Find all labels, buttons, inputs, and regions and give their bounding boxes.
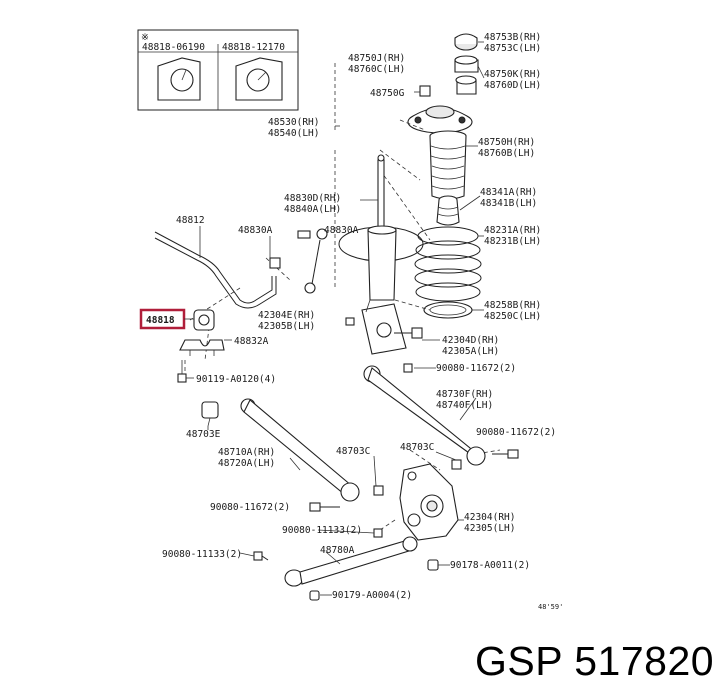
shock-mount-bolt: [345, 317, 423, 339]
label-48812: 48812: [176, 215, 205, 226]
label-48753C: 48753C(LH): [484, 43, 541, 54]
label-48832A: 48832A: [234, 336, 269, 347]
label-48341B: 48341B(LH): [480, 198, 537, 209]
label-90080-11672-b: 90080-11672(2): [476, 427, 556, 438]
label-48753B: 48753B(RH): [484, 32, 541, 43]
inset-box: ※ 48818-06190 48818-12170: [137, 29, 299, 111]
label-48540: 48540(LH): [268, 128, 319, 139]
cam-bolts: [373, 449, 519, 496]
label-48780A: 48780A: [320, 545, 355, 556]
part-labels: 48753B(RH) 48753C(LH) 48750K(RH) 48760D(…: [162, 32, 563, 611]
upper-support-cap: [454, 33, 478, 51]
label-48830A-right: 48830A: [324, 225, 359, 236]
label-42304: 42304(RH): [464, 512, 515, 523]
label-48750G: 48750G: [370, 88, 405, 99]
leader-lines: [186, 41, 485, 596]
label-48730F: 48730F(RH): [436, 389, 493, 400]
label-48760D: 48760D(LH): [484, 80, 541, 91]
label-48830A-left: 48830A: [238, 225, 273, 236]
inset-ref-1: 48818-06190: [142, 42, 205, 53]
label-48258B: 48258B(RH): [484, 300, 541, 311]
upper-support-bushing: [455, 75, 477, 95]
label-48703C-left: 48703C: [336, 446, 370, 457]
stabilizer-link: [269, 228, 328, 294]
label-48840A: 48840A(LH): [284, 204, 341, 215]
adjusting-cam: [201, 401, 219, 427]
label-48720A: 48720A(LH): [218, 458, 275, 469]
label-48341A: 48341A(RH): [480, 187, 537, 198]
label-48750H: 48750H(RH): [478, 137, 535, 148]
label-48750J: 48750J(RH): [348, 53, 405, 64]
highlighted-part-label[interactable]: 48818: [146, 315, 175, 326]
label-90119-A0120: 90119-A0120(4): [196, 374, 276, 385]
stabilizer-bracket: [179, 339, 225, 356]
coil-spring: [414, 226, 482, 302]
strut-nut: [419, 85, 431, 97]
label-42305A: 42305A(LH): [442, 346, 499, 357]
label-48231B: 48231B(LH): [484, 236, 541, 247]
brand-part-number: GSP 517820: [475, 638, 714, 684]
label-48760C: 48760C(LH): [348, 64, 405, 75]
bump-stopper: [436, 195, 460, 226]
inset-tag: ※: [141, 32, 149, 43]
shock-absorber: [338, 154, 424, 355]
label-42304D: 42304D(RH): [442, 335, 499, 346]
label-42304E: 42304E(RH): [258, 310, 315, 321]
inset-bushing-2: [235, 57, 283, 101]
lateral-link: [240, 398, 360, 502]
lower-spring-insulator: [423, 301, 473, 319]
axle-carrier: [399, 463, 459, 541]
label-90178-A0011: 90178-A0011(2): [450, 560, 530, 571]
label-48703C-right: 48703C: [400, 442, 434, 453]
label-48530: 48530(RH): [268, 117, 319, 128]
label-48830D: 48830D(RH): [284, 193, 341, 204]
stabilizer-bushing: [193, 309, 215, 331]
label-90080-11672-c: 90080-11672(2): [210, 502, 290, 513]
label-48750K: 48750K(RH): [484, 69, 541, 80]
label-90080-11133-a: 90080-11133(2): [282, 525, 362, 536]
upper-support-mount: [407, 105, 473, 134]
highlighted-part-48818[interactable]: 48818: [139, 308, 194, 330]
label-48250C: 48250C(LH): [484, 311, 541, 322]
label-90080-11133-b: 90080-11133(2): [162, 549, 242, 560]
stabilizer-bar: [154, 231, 277, 309]
label-90080-11672-a: 90080-11672(2): [436, 363, 516, 374]
label-42305: 42305(LH): [464, 523, 515, 534]
label-48760B: 48760B(LH): [478, 148, 535, 159]
label-48703E: 48703E: [186, 429, 221, 440]
inset-ref-2: 48818-12170: [222, 42, 285, 53]
upper-control-arm: [363, 363, 486, 466]
strut-rod: [284, 536, 418, 587]
figure-number: 48'59': [538, 603, 563, 611]
label-48231A: 48231A(RH): [484, 225, 541, 236]
upper-support-nut: [454, 55, 479, 73]
label-42305B: 42305B(LH): [258, 321, 315, 332]
dust-boot: [429, 130, 467, 200]
label-48710A: 48710A(RH): [218, 447, 275, 458]
label-48740F: 48740F(LH): [436, 400, 493, 411]
label-90179-A0004: 90179-A0004(2): [332, 590, 412, 601]
inset-bushing-1: [157, 57, 201, 101]
